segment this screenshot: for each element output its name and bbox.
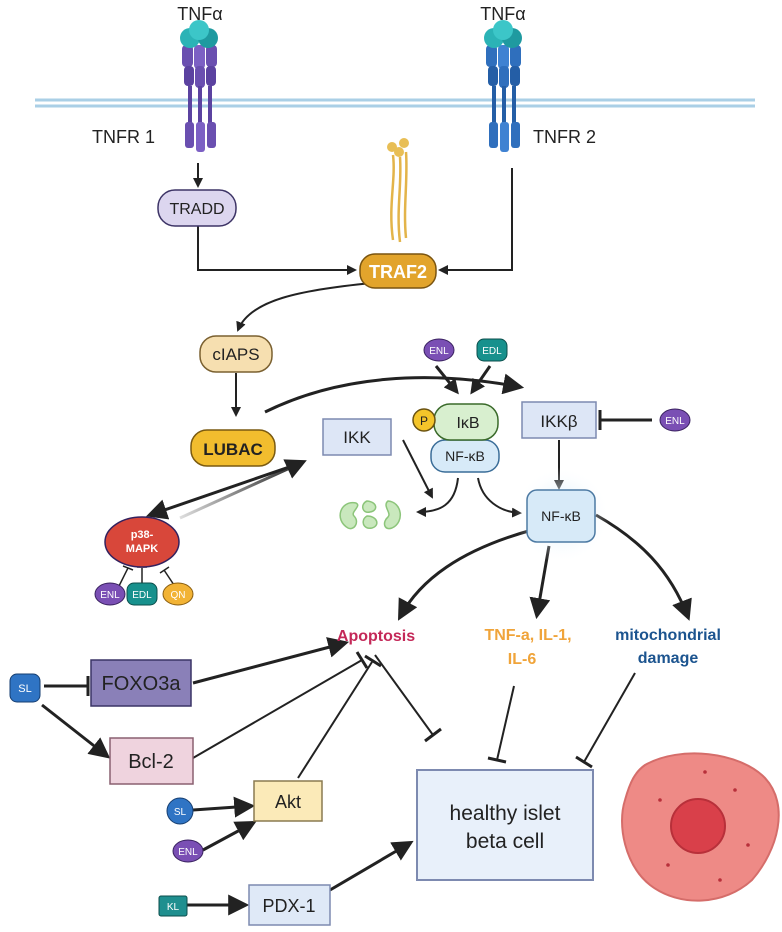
arrow-ikk-fragments xyxy=(402,439,433,499)
tnf-ligand-right-label: TNFα xyxy=(480,4,525,24)
ikb-label: IκB xyxy=(456,415,479,432)
akt-label: Akt xyxy=(275,792,301,812)
inhibit-apoptosis-beta xyxy=(374,654,434,736)
mito-label-line2: damage xyxy=(638,650,699,667)
arrow-nfkb-degrade xyxy=(416,477,459,517)
p38-label-line1: p38- xyxy=(131,529,154,541)
nfkb-label: NF-κB xyxy=(541,508,581,524)
arrow-nfkb-translocate xyxy=(477,477,522,518)
beta-cell-label-line2: beta cell xyxy=(466,830,544,853)
qn-badge-p38-label: QN xyxy=(171,590,186,601)
p38-mapk-node xyxy=(104,516,180,568)
lubac-node xyxy=(190,429,276,467)
arrow-nfkb-apoptosis xyxy=(398,528,533,621)
inhibit-cytokines-beta xyxy=(496,685,515,761)
tradd-label: TRADD xyxy=(169,201,224,218)
traf2-node xyxy=(359,253,437,289)
arrow-foxo3a-apoptosis xyxy=(192,637,350,685)
sl-badge-foxo-label: SL xyxy=(18,683,31,695)
arrows xyxy=(41,163,692,916)
arrow-sl-bcl2 xyxy=(41,703,111,759)
arrow-tradd-traf2 xyxy=(197,226,357,275)
tnf-ligand-left-label: TNFα xyxy=(177,4,222,24)
compound-badges: ENL EDL ENL ENL EDL QN SL SL ENL KL xyxy=(9,338,691,917)
sl-badge-akt-label: SL xyxy=(174,807,187,818)
tnf-ligand-icon xyxy=(180,20,218,48)
inhibit-akt-apoptosis xyxy=(297,661,373,779)
p38-label-line2: MAPK xyxy=(126,543,158,555)
tnfr2-label: TNFR 2 xyxy=(533,127,596,147)
kl-badge-label: KL xyxy=(167,902,180,913)
apoptosis-label: Apoptosis xyxy=(337,628,415,645)
ikkb-node xyxy=(521,401,597,439)
arrow-nfkb-mito xyxy=(595,513,692,621)
sl-badge-akt xyxy=(166,797,194,825)
ikk-label: IKK xyxy=(343,428,371,447)
pdx1-node xyxy=(248,884,331,926)
tradd-node xyxy=(157,189,237,227)
arrow-enl-ikb xyxy=(434,365,459,395)
mito-label-line1: mitochondrial xyxy=(615,627,721,644)
enl-badge-p38 xyxy=(94,582,126,606)
arrow-lubac-p38 xyxy=(146,463,296,520)
ciaps-node xyxy=(199,335,273,373)
enl-badge-akt-label: ENL xyxy=(178,847,198,858)
phosphate-label: P xyxy=(420,414,428,428)
arrow-traf2-ciaps xyxy=(236,282,373,332)
traf2-trimer-icon xyxy=(387,138,409,243)
cytokines-label-line2: IL-6 xyxy=(508,651,537,668)
ciaps-label: cIAPS xyxy=(212,345,259,364)
beta-cell-label-line1: healthy islet xyxy=(450,802,561,825)
bcl2-node xyxy=(109,737,194,785)
cytokines-label-line1: TNF-a, IL-1, xyxy=(484,627,571,644)
enl-badge-ikkb xyxy=(659,408,691,432)
nfkb-complex-label: NF-κB xyxy=(445,448,485,464)
enl-badge-ikkb-label: ENL xyxy=(665,416,685,427)
edl-badge-p38-label: EDL xyxy=(132,590,152,601)
arrow-lubac-ikkb xyxy=(264,373,525,414)
arrow-edl-ikb xyxy=(470,365,492,395)
enl-badge-p38-label: ENL xyxy=(100,590,120,601)
tnf-ligand-icon xyxy=(484,20,522,48)
arrow-tnfr2-traf2 xyxy=(438,168,513,275)
healthy-beta-cell-node xyxy=(416,769,594,881)
arrow-pdx1-beta xyxy=(329,840,414,892)
enl-badge-top-label: ENL xyxy=(429,346,449,357)
lubac-label: LUBAC xyxy=(203,440,263,459)
beta-cell-icon xyxy=(621,752,780,902)
inhibit-bcl2-apoptosis xyxy=(192,659,363,759)
kl-badge xyxy=(158,895,188,917)
ikb-degradation-fragments-icon xyxy=(339,500,401,530)
pdx1-label: PDX-1 xyxy=(262,896,315,916)
akt-node xyxy=(253,780,323,822)
tnfr1-label: TNFR 1 xyxy=(92,127,155,147)
arrow-p38-ikk xyxy=(179,459,307,520)
bcl2-label: Bcl-2 xyxy=(128,751,174,773)
inhibit-mito-beta xyxy=(583,672,636,763)
nfkb-node xyxy=(526,489,596,543)
ikkb-label: IKKβ xyxy=(540,412,577,431)
edl-badge-top-label: EDL xyxy=(482,346,502,357)
enl-badge-top xyxy=(423,338,455,362)
foxo3a-label: FOXO3a xyxy=(102,673,182,695)
tnfr2-receptor-icon xyxy=(486,45,521,152)
qn-badge-p38 xyxy=(162,582,194,606)
arrow-sl-akt xyxy=(192,796,256,818)
cell-membrane xyxy=(35,98,755,108)
foxo3a-node xyxy=(90,659,192,707)
tnfr1-receptor-icon xyxy=(182,45,217,152)
phosphate-node xyxy=(412,408,436,432)
arrow-enl-akt xyxy=(202,821,257,852)
ikk-node xyxy=(322,418,392,456)
enl-badge-akt xyxy=(172,839,204,863)
edl-badge-p38 xyxy=(126,582,158,606)
edl-badge-top xyxy=(476,338,508,362)
sl-badge-foxo xyxy=(9,673,41,703)
traf2-label: TRAF2 xyxy=(369,262,427,282)
